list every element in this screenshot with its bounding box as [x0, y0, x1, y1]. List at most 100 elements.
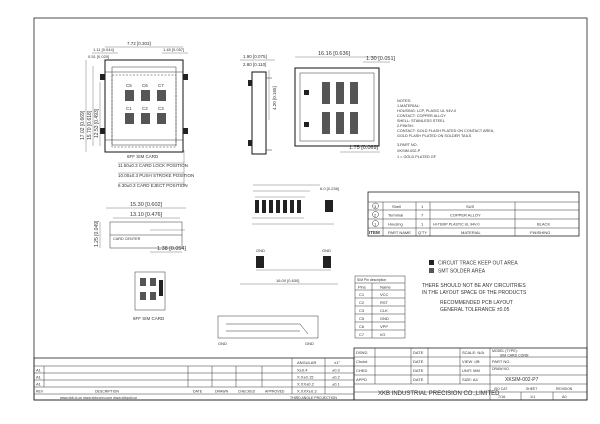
note-line-9: XKSIM-002-P [397, 149, 421, 153]
rev-row-1: A1 [36, 368, 42, 373]
layout-dim-mid: 6.0 [0.236] [320, 186, 339, 191]
layout-gnd-4: GND [305, 341, 314, 346]
row-dsnd: DSND [356, 350, 367, 355]
unit-label: UNIT: MM [462, 368, 480, 373]
layout-view: 6.0 [0.236] GND GND 16.00 [0.630] GND GN… [217, 184, 339, 346]
sim-card-outline [111, 74, 177, 148]
pos-eject: 6.30±0.3 CARD EJECT POSITION [118, 183, 188, 188]
contact-c5: C5 [126, 83, 132, 88]
pin-h-pins: Pins [358, 285, 366, 290]
rev-h-checked: CHECKED [238, 390, 256, 394]
layout-dim-bottom: 16.00 [0.630] [276, 278, 299, 283]
pin-r1-b: RST [380, 300, 389, 305]
pin-r0-a: C1 [359, 292, 365, 297]
side-dim-a: 1.90 [0.075] [243, 54, 267, 59]
tol-val-3: ±0.1 [332, 382, 341, 387]
bom-r2-finish: BLACK [537, 222, 550, 227]
bom-r0-qty: 1 [421, 204, 424, 209]
rev-h-rev: REV [36, 390, 44, 394]
note-line-7: GOLD FLASH PLATED ON SOLDER TAILS [397, 134, 472, 138]
bom-table: 3 Shell 1 SUS 2 Terminal 7 COPPER ALLOY … [367, 191, 580, 237]
legend-warn-1: THERE SHOULD NOT BE ANY CIRCUITRIES [422, 283, 526, 289]
bom-h-mat: MATERIAL [461, 230, 481, 235]
bom-r1-qty: 7 [421, 213, 424, 218]
scale-label: SCALE: N/A [462, 350, 484, 355]
pcb-dim-d: 1.38 [0.054] [157, 246, 187, 252]
pin-r1-a: C2 [359, 300, 365, 305]
rev-row-3: A1 [36, 382, 42, 387]
top-dim-b: 1.45 [0.057] [163, 47, 184, 52]
top-dim-h2: 15.70 [0.618] [87, 110, 93, 140]
note-line-6: CONTACT: GOLD FLASH PLATED ON CONTACT AR… [397, 129, 494, 133]
sheet-col-3: REVISION [556, 387, 573, 391]
side-body [251, 71, 267, 155]
rev-h-approved: APPROVED [265, 390, 285, 394]
title-block: A1 A1 A1 REV DESCRIPTION DATE DRAWN CHEC… [33, 347, 588, 401]
pos-lock: 11.50±0.3 CARD LOCK POSITION [118, 163, 188, 168]
right-body [294, 67, 380, 147]
pcb-dim-c: 1.25 [0.049] [94, 220, 100, 247]
pcb-dim-b: 13.10 [0.476] [130, 212, 163, 218]
keepout-swatch [429, 260, 434, 265]
bom-r2-qty: 1 [421, 222, 424, 227]
side-dim-c: 4.20 [0.165] [272, 86, 277, 110]
pin-r5-b: I/O [380, 332, 385, 337]
bom-h-item: ITEM [369, 230, 380, 235]
tol-row-2: X.X±0.15 [297, 375, 314, 380]
row-chckd: Chckd [356, 359, 367, 364]
view-symbol: VIEW ◁⊕ [462, 359, 480, 364]
note-line-1: 1.MATERIAL: [397, 104, 420, 108]
top-dim-h1: 17.02 [0.669] [80, 110, 86, 140]
rev-h-drawn: DRAWN [215, 390, 229, 394]
contact-c3: C3 [158, 106, 164, 111]
right-dim-width: 16.16 [0.636] [318, 51, 351, 57]
right-dim-r: 1.30 [0.051] [366, 56, 396, 62]
date-3: DATE [413, 368, 424, 373]
pin-r3-b: GND [380, 316, 389, 321]
tol-row-3: X.XX±0.2 [297, 382, 315, 387]
drawing-no-label: DRAW NO. [492, 367, 510, 371]
bom-r2-mat: HI-TEMP PLASTIC UL 94V-0 [433, 223, 480, 227]
bom-r0-mat: SUS [466, 204, 475, 209]
angle-val: ±1° [334, 360, 340, 365]
right-view: 16.16 [0.636] 1.30 [0.051] 1.75 [0.069] [294, 51, 396, 153]
company-name: XKB INDUSTRIAL PRECISION CO.,LIMITED [378, 391, 500, 397]
angle-label: ANGULAR [297, 360, 316, 365]
pos-push: 10.00±0.3 PUSH STROKE POSITION [118, 173, 194, 178]
tol-row-1: X±0.4 [297, 368, 308, 373]
side-dim-b: 2.80 [0.110] [243, 62, 266, 67]
layout-gnd-1: GND [256, 248, 265, 253]
top-dim-a: 1.11 [0.044] [93, 47, 114, 52]
sheet-col-1: ISO CAT [494, 387, 507, 391]
model-value: SIM CARD CONN [500, 354, 529, 358]
row-appd: APPD [356, 377, 367, 382]
bom-r2-name: Housing [388, 222, 403, 227]
bom-r1-item: 2 [374, 213, 377, 218]
pin-r2-b: CLK [380, 308, 388, 313]
contact-c1: C1 [126, 106, 132, 111]
bom-h-name: PART NAME [388, 230, 411, 235]
sheet-col-2: SHEET [526, 387, 537, 391]
bom-r0-item: 3 [374, 204, 377, 209]
website: www.xkb-ic.cn www.xkbconn.com www.xkbpcb… [60, 396, 137, 400]
bom-h-finish: FINISHING [530, 230, 550, 235]
bom-h-qty: Q'TY [418, 230, 427, 235]
pin-caption: SIM Pin description [357, 278, 386, 282]
pin-r3-a: C5 [359, 316, 365, 321]
pcb-sub-label: 6FF SIM CARD [133, 316, 165, 321]
note-line-0: NOTES: [397, 99, 411, 103]
pin-r4-a: C6 [359, 324, 365, 329]
tol-val-1: ±0.3 [332, 368, 341, 373]
top-view-body [104, 59, 184, 153]
layout-gnd-3: GND [218, 341, 227, 346]
bom-r0-name: Shell [392, 204, 401, 209]
tol-row-4: X.XXX±0.3 [297, 389, 317, 394]
top-card-label: 6FF SIM CARD [127, 154, 159, 159]
rev-h-date: DATE [193, 390, 203, 394]
pcb-card-center: CARD CENTER [113, 237, 141, 241]
note-line-8: 3.PART NO. [397, 143, 418, 147]
bom-r1-name: Terminal [388, 213, 403, 218]
legend-warn-2: IN THE LAYOUT SPACE OF THE PRODUCTS [422, 290, 527, 296]
top-view: C5 C6 C7 C1 C2 C3 7.72 [0.303] 1.11 [0.0… [80, 41, 194, 188]
